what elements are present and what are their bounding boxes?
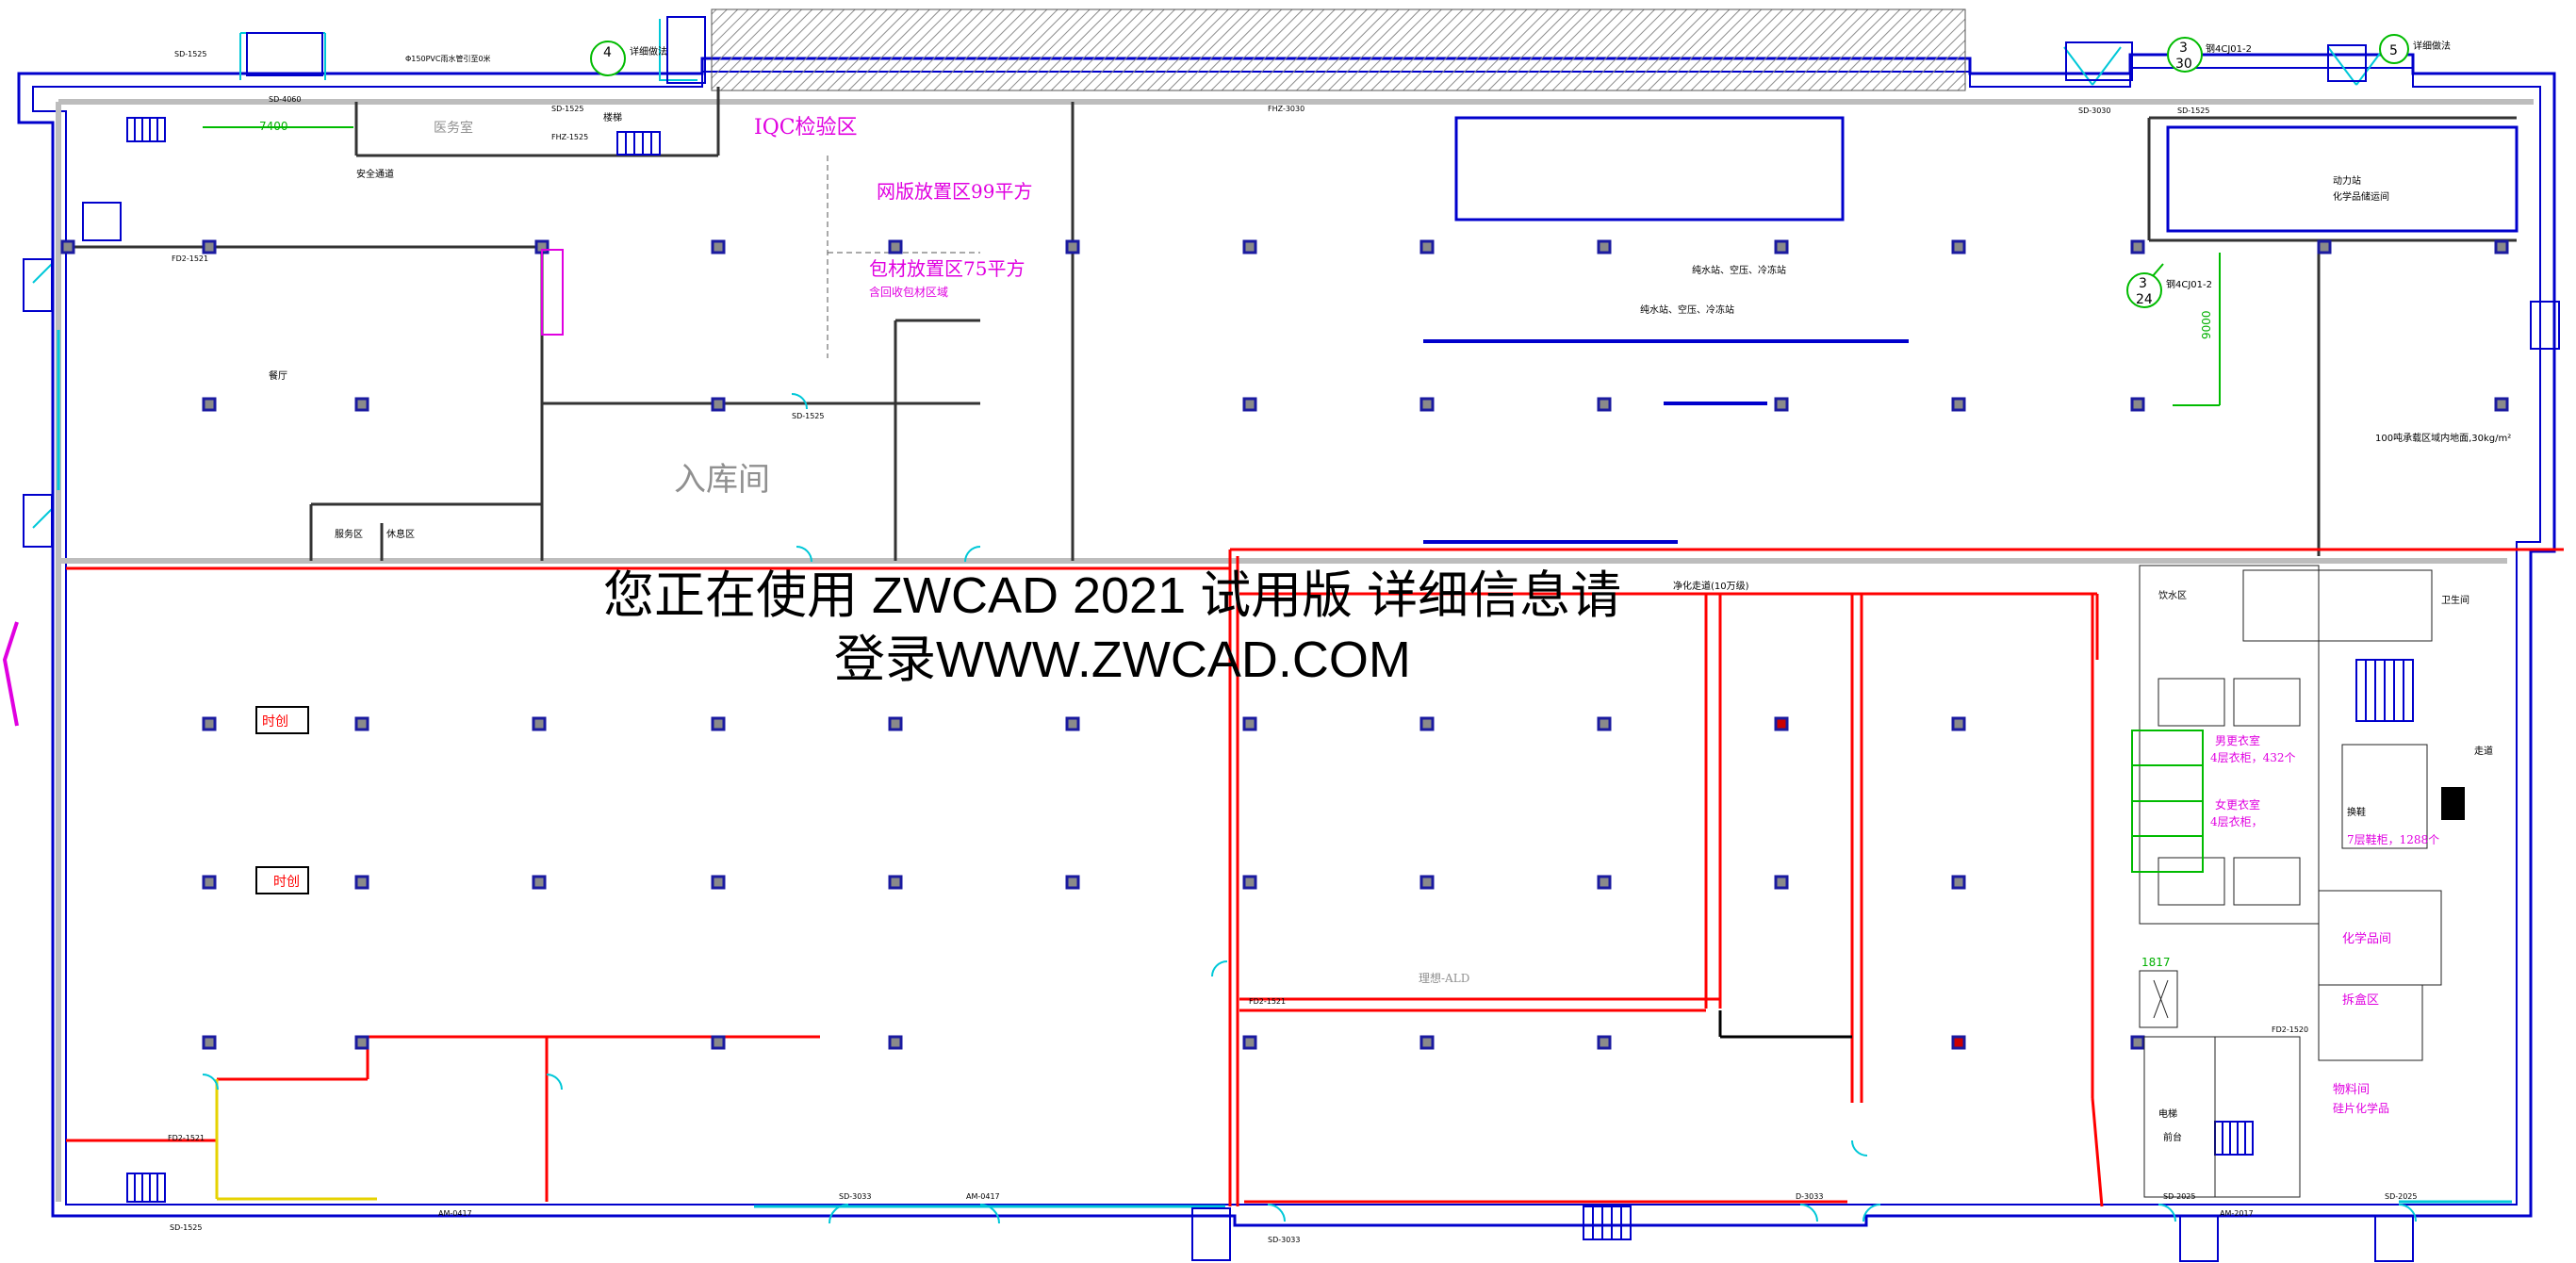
callout-text-2: 钢4CJ01-2 <box>2206 42 2252 55</box>
door-tag: SD-2025 <box>2385 1192 2417 1201</box>
door-tag: SD-3033 <box>1268 1236 1300 1244</box>
room-power-station-note: 化学品储运间 <box>2333 190 2389 203</box>
watermark-line-2: 登录WWW.ZWCAD.COM <box>834 632 1411 688</box>
room-locker-women-note: 4层衣柜， <box>2210 814 2263 828</box>
door-swing-icon <box>32 19 2417 1224</box>
door-tag: FD2-1521 <box>172 254 208 263</box>
interior-walls <box>66 87 2517 561</box>
callout-num-2: 3 <box>2179 41 2188 56</box>
room-ald: 理想-ALD <box>1419 971 1469 985</box>
callout-text-4: 钢4CJ01-2 <box>2166 278 2212 290</box>
door-tag: FHZ-1525 <box>551 133 588 141</box>
room-pure-water: 纯水站、空压、冷冻站 <box>1692 264 1786 276</box>
callout-num-1: 4 <box>603 45 612 60</box>
door-tag: FD2-1521 <box>168 1134 205 1142</box>
watermark-line-1: 您正在使用 ZWCAD 2021 试用版 详细信息请 <box>603 567 1621 624</box>
room-material-note: 硅片化学品 <box>2333 1101 2389 1115</box>
room-locker-men-note: 4层衣柜，432个 <box>2210 750 2296 764</box>
room-corridor: 走道 <box>2474 745 2493 757</box>
door-tag: SD-3033 <box>839 1192 871 1201</box>
yellow-route <box>215 1079 377 1201</box>
time-card-box-1 <box>255 706 309 734</box>
label-safety-passage: 安全通道 <box>356 168 394 180</box>
door-tag: SD-1525 <box>792 412 824 420</box>
room-clinic: 医务室 <box>434 120 473 136</box>
room-canteen: 餐厅 <box>269 369 287 382</box>
callout-den-4: 24 <box>2136 292 2153 307</box>
arrow-marker <box>2 621 19 727</box>
callout-text-1: 详细做法 <box>630 45 667 57</box>
room-pack-note: 含回收包材区域 <box>869 285 948 299</box>
door-tag: D-3033 <box>1796 1192 1823 1201</box>
door-tag: AM-0417 <box>966 1192 1000 1201</box>
room-mesh-area: 网版放置区99平方 <box>877 180 1032 203</box>
room-locker-men: 男更衣室 <box>2215 733 2260 747</box>
room-iqc: IQC检验区 <box>754 116 858 139</box>
door-tag: SD-1525 <box>2177 107 2209 115</box>
door-tag: SD-1525 <box>174 50 206 58</box>
door-tag: SD-1525 <box>170 1223 202 1232</box>
room-washroom: 卫生间 <box>2441 594 2469 606</box>
room-warehouse-in: 入库间 <box>674 461 770 499</box>
locker-icon <box>2139 565 2442 1198</box>
hatched-area <box>711 8 1966 91</box>
fire-partitions <box>66 548 2564 1207</box>
room-water-bar: 饮水区 <box>2158 589 2187 601</box>
room-chem: 化学品间 <box>2342 931 2391 946</box>
room-material: 物料间 <box>2333 1083 2370 1097</box>
room-shoe: 换鞋 <box>2347 806 2366 818</box>
callout-den-2: 30 <box>2175 57 2192 72</box>
door-tag: FD2-1520 <box>2272 1025 2308 1034</box>
door-tag: SD-3030 <box>2078 107 2110 115</box>
room-locker-women: 女更衣室 <box>2215 797 2260 812</box>
label-elevator: 电梯 <box>2158 1107 2177 1120</box>
label-load-note: 100吨承载区域内地面,30kg/m² <box>2375 432 2511 444</box>
time-card-2: 时创 <box>273 875 300 890</box>
door-tag: SD-1525 <box>551 105 583 113</box>
time-card-box-2 <box>255 866 309 894</box>
callout-num-4: 3 <box>2139 276 2147 291</box>
door-tag: FD2-1521 <box>1249 997 1286 1006</box>
door-tag: FHZ-3030 <box>1268 105 1304 113</box>
label-front-desk: 前台 <box>2163 1131 2182 1143</box>
label-pvc-note: Φ150PVC雨水管引至0米 <box>405 54 491 63</box>
equipment-frame <box>1454 116 1845 221</box>
dim-9000: 9000 <box>2200 310 2213 339</box>
room-power-station: 动力站 <box>2333 174 2361 187</box>
inner-wall-band <box>56 99 2534 1202</box>
time-card-1: 时创 <box>262 714 288 730</box>
column-icon <box>60 239 2509 1050</box>
dimension-lines <box>203 126 2221 406</box>
door-frames <box>23 16 2560 1262</box>
room-pure-water-2: 纯水站、空压、冷冻站 <box>1640 303 1734 316</box>
callout-circle-icon <box>590 34 2409 308</box>
room-clean-corridor: 净化走道(10万级) <box>1673 580 1749 592</box>
dim-1817: 1817 <box>2141 956 2171 969</box>
door-tag: SD-2025 <box>2163 1192 2195 1201</box>
door-tag: AM-2017 <box>2220 1209 2254 1218</box>
room-service: 服务区 <box>335 528 363 540</box>
label-stairs: 楼梯 <box>603 111 622 123</box>
door-tag: SD-4060 <box>269 95 301 104</box>
stair-icon <box>126 117 2414 1240</box>
callout-num-3: 5 <box>2389 43 2398 58</box>
room-pack-area: 包材放置区75平方 <box>869 257 1025 280</box>
room-lounge: 休息区 <box>386 528 415 540</box>
door-tag: AM-0417 <box>438 1209 472 1218</box>
room-shoe-note: 7层鞋柜，1288个 <box>2347 832 2439 846</box>
callout-text-3: 详细做法 <box>2413 40 2451 52</box>
room-unbox: 拆盒区 <box>2342 992 2379 1008</box>
dim-7400: 7400 <box>259 120 288 133</box>
